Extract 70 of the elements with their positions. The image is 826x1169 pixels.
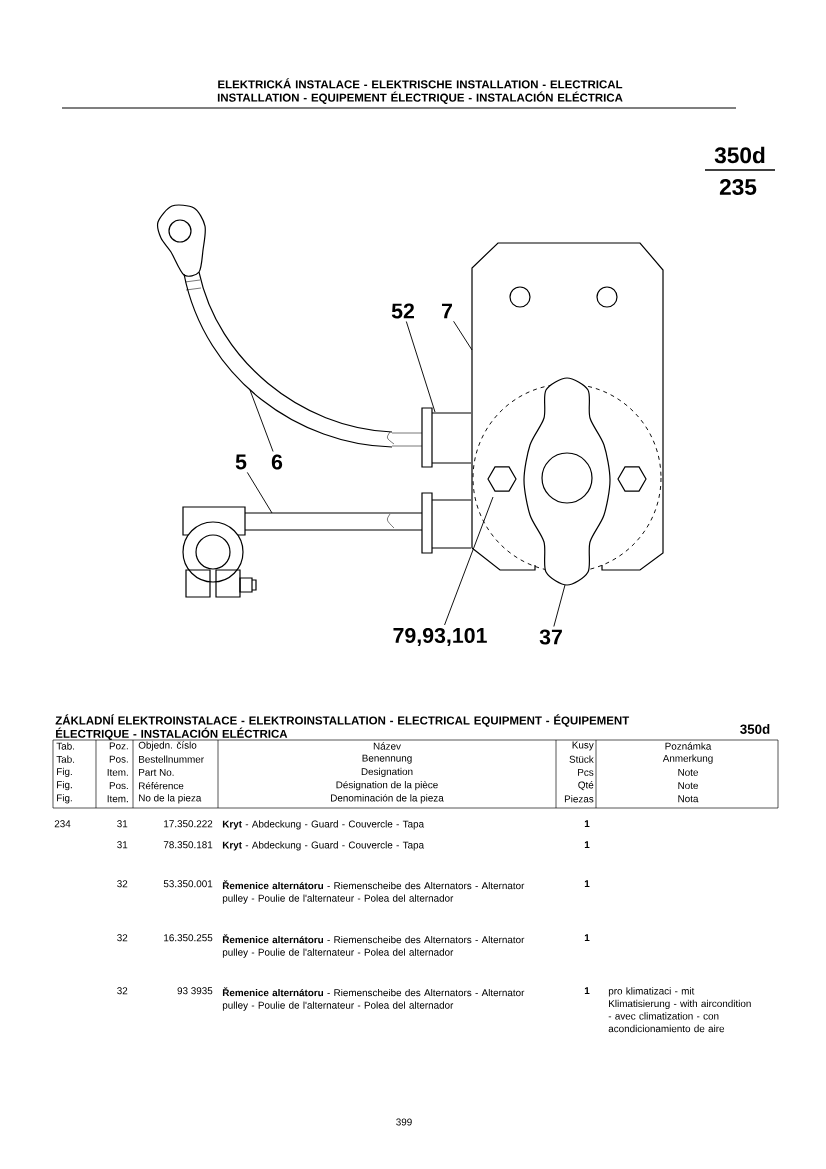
callout-number: 37 bbox=[539, 629, 562, 645]
table-cell: Řemenice alternátoru - Riemenscheibe des Alternators - Alternator pulley - Poulie de l'alternateur - Polea del alternador bbox=[222, 934, 525, 958]
column-header: Poz. bbox=[109, 742, 128, 750]
column-header: Anmerkung bbox=[662, 754, 713, 764]
page-number: 399 bbox=[396, 1118, 412, 1126]
table-cell: 1 bbox=[584, 820, 590, 828]
leader-line bbox=[444, 496, 494, 626]
table-cell: 32 bbox=[117, 880, 128, 888]
column-header: Stück bbox=[569, 755, 594, 763]
table-cell: 16.350.255 bbox=[164, 934, 213, 942]
table-cell: 1 bbox=[584, 841, 590, 849]
callout-number: 52 bbox=[391, 303, 414, 319]
column-header: Fig. bbox=[57, 794, 72, 804]
table-cell: 78.350.181 bbox=[163, 841, 213, 849]
leader-line bbox=[553, 584, 566, 627]
column-header: Nota bbox=[678, 795, 699, 803]
table-cell: 17.350.222 bbox=[164, 820, 213, 828]
column-header: Pos. bbox=[109, 782, 128, 790]
column-header: Qté bbox=[578, 781, 594, 791]
figure-number: 350d bbox=[714, 146, 765, 164]
column-header: Désignation de la pièce bbox=[336, 780, 438, 791]
table-cell: Kryt - Abdeckung - Guard - Couvercle - Tapa bbox=[222, 841, 425, 851]
leader-line bbox=[246, 471, 273, 514]
table-cell: Kryt - Abdeckung - Guard - Couvercle - Tapa bbox=[222, 820, 425, 830]
column-header: Kusy bbox=[572, 741, 594, 751]
column-header: Référence bbox=[139, 781, 184, 790]
table-cell: 32 bbox=[117, 934, 128, 942]
table-cell: Řemenice alternátoru - Riemenscheibe des Alternators - Alternator pulley - Poulie de l'alternateur - Polea del alternador bbox=[222, 987, 525, 1011]
figure-number: 350d bbox=[740, 724, 770, 734]
table-cell: 234 bbox=[54, 820, 71, 828]
table-cell: 1 bbox=[584, 987, 590, 995]
column-header: No de la pieza bbox=[139, 794, 202, 804]
column-header: Item. bbox=[107, 768, 128, 776]
column-header: Fig. bbox=[57, 767, 72, 777]
column-header: Denominación de la pieza bbox=[331, 794, 444, 804]
column-header: Objedn. číslo bbox=[138, 741, 197, 751]
column-header: Item. bbox=[107, 795, 128, 803]
column-header: Bestellnummer bbox=[139, 755, 204, 763]
callout-number: 5 bbox=[235, 454, 247, 470]
table-cell: pro klimatizaci - mit Klimatisierung - with aircondition - avec climatization - con acondicionamiento de aire bbox=[608, 987, 751, 1033]
column-header: Benennung bbox=[362, 754, 412, 764]
column-header: Tab. bbox=[56, 742, 74, 750]
column-header: Pcs bbox=[578, 768, 594, 776]
leader-line bbox=[453, 320, 473, 351]
column-header: Note bbox=[678, 768, 698, 776]
column-header: Piezas bbox=[564, 795, 594, 803]
leader-line bbox=[249, 389, 274, 452]
callout-number: 6 bbox=[271, 454, 283, 470]
column-header: Pos. bbox=[109, 755, 128, 763]
column-header: Fig. bbox=[57, 781, 72, 791]
callout-number: 7 bbox=[442, 303, 452, 319]
column-header: Poznámka bbox=[665, 742, 712, 750]
table-cell: 93 3935 bbox=[177, 987, 213, 995]
table-cell: Řemenice alternátoru - Riemenscheibe des Alternators - Alternator pulley - Poulie de l'alternateur - Polea del alternador bbox=[222, 880, 525, 904]
column-header: Tab. bbox=[56, 755, 74, 763]
table-cell: 32 bbox=[117, 987, 128, 995]
table-cell: 31 bbox=[117, 841, 128, 849]
column-header: Název bbox=[373, 742, 401, 750]
column-header: Note bbox=[678, 782, 698, 790]
column-header: Part No. bbox=[139, 768, 174, 776]
table-cell: 1 bbox=[584, 934, 590, 942]
callout-number: 79,93,101 bbox=[393, 627, 487, 647]
page-title: ELEKTRICKÁ INSTALACE - ELEKTRISCHE INSTALLATION - ELECTRICAL INSTALLATION - EQUIPEMENT ÉLECTRIQUE - INSTALACIÓN ELÉCTRICA bbox=[217, 78, 623, 104]
column-header: Designation bbox=[361, 767, 413, 777]
table-cell: 1 bbox=[584, 880, 590, 888]
table-cell: 53.350.001 bbox=[163, 880, 213, 888]
table-title: ZÁKLADNÍ ELEKTROINSTALACE - ELEKTROINSTALLATION - ELECTRICAL EQUIPMENT - ÉQUIPEMENT ÉLECTRIQUE - INSTALACIÓN ELÉCTRICA bbox=[55, 714, 630, 741]
figure-number: 235 bbox=[719, 178, 757, 196]
leader-line bbox=[405, 321, 436, 413]
table-cell: 31 bbox=[117, 820, 128, 828]
